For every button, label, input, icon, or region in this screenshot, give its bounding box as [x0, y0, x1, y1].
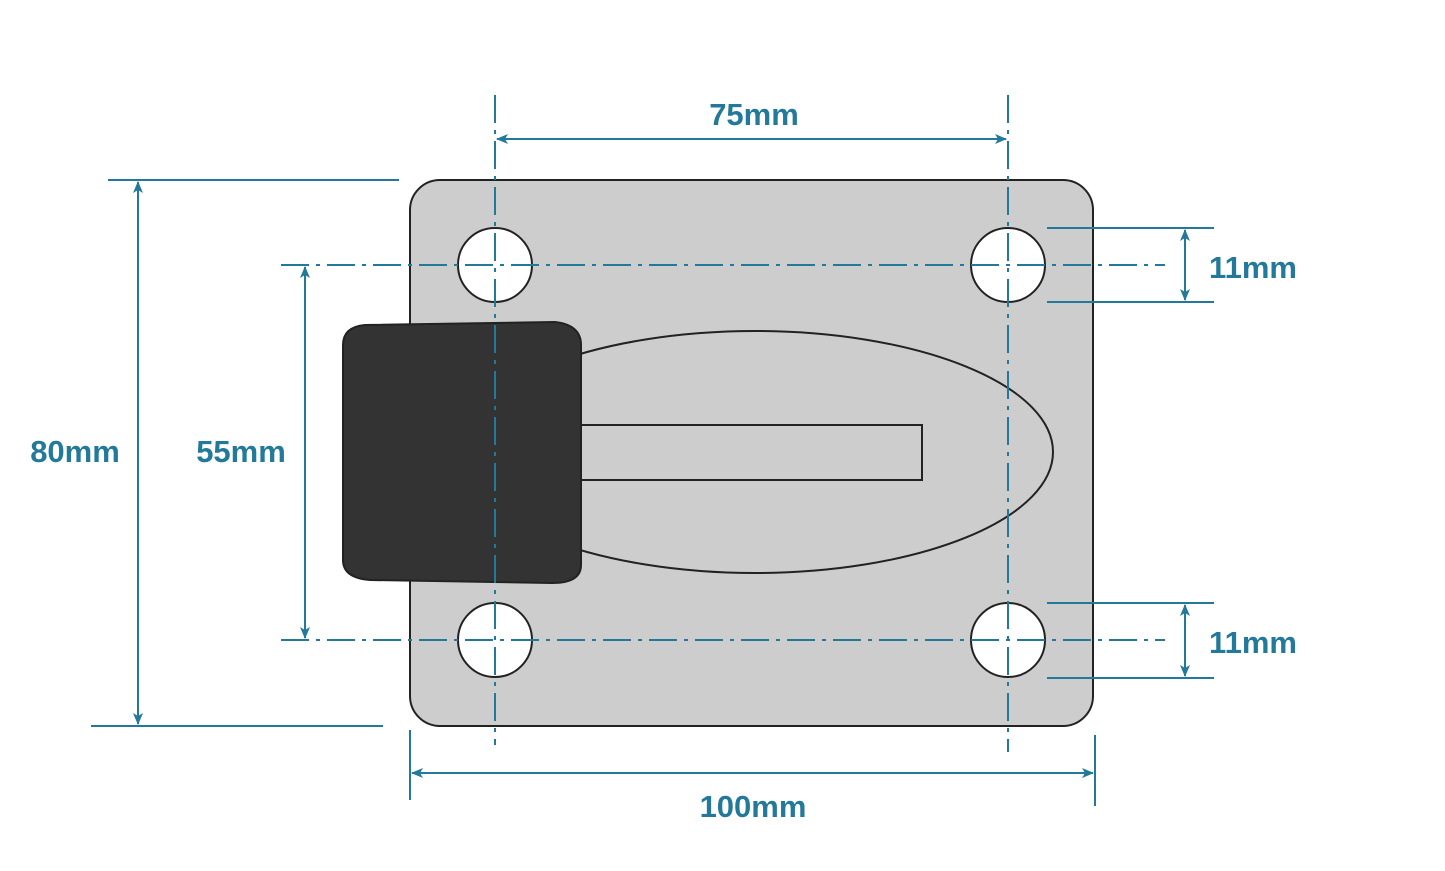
latch-slot: [577, 424, 923, 481]
rubber-bumper: [342, 320, 582, 585]
label-55mm: 55mm: [196, 434, 286, 469]
label-11mm-top: 11mm: [1209, 250, 1297, 285]
label-75mm: 75mm: [709, 97, 799, 132]
label-80mm: 80mm: [30, 434, 120, 469]
label-100mm: 100mm: [700, 789, 807, 824]
label-11mm-bottom: 11mm: [1209, 625, 1297, 660]
